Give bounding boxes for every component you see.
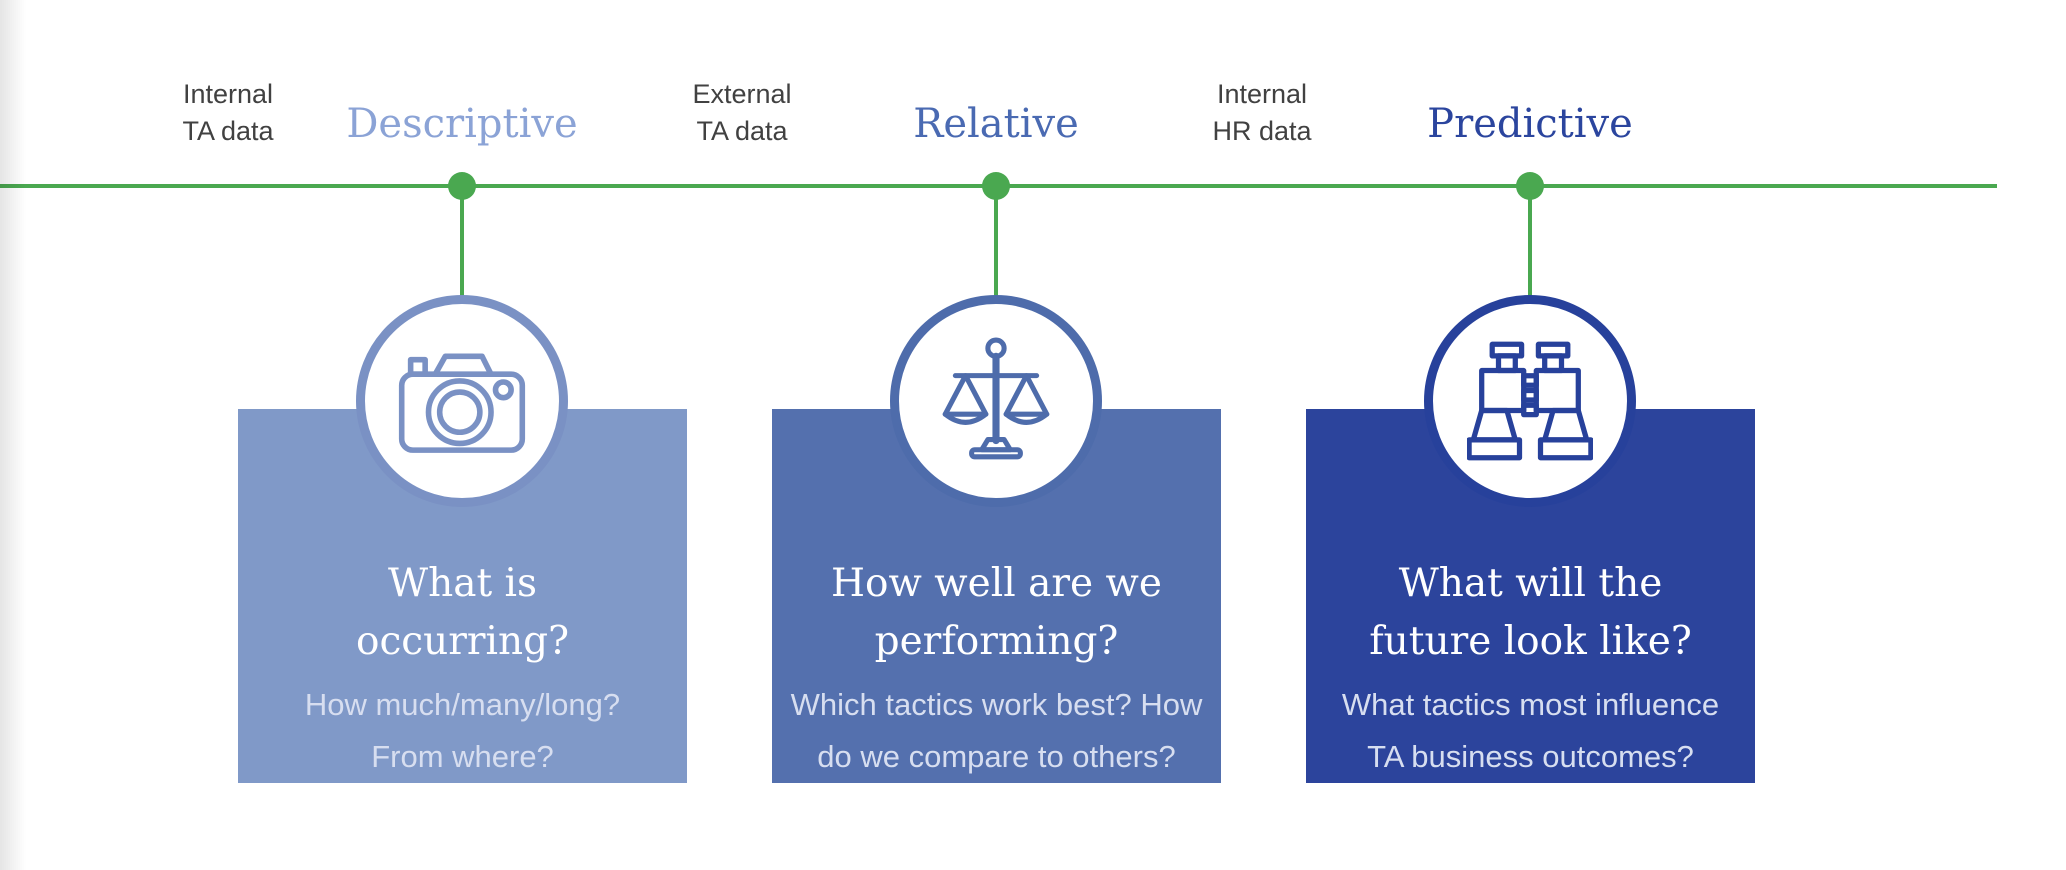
card-title-line: future look like? (1369, 619, 1692, 664)
card-body-line: TA business outcomes? (1367, 739, 1694, 774)
left-edge-shadow (0, 0, 26, 870)
data-label-internal-ta-data: Internal TA data (182, 76, 273, 150)
card-body-line: What tactics most influence (1341, 687, 1720, 722)
card-descriptive: What is occurring? How much/many/long? F… (238, 409, 687, 783)
data-label-line: External (692, 79, 792, 109)
stage-name-relative: Relative (913, 101, 1079, 147)
data-label-line: TA data (182, 116, 274, 146)
stage-name-descriptive: Descriptive (346, 101, 578, 147)
card-body-line: do we compare to others? (817, 739, 1176, 774)
card-title: What is occurring? (238, 555, 687, 671)
timeline-dot-predictive (1516, 172, 1544, 200)
binoculars-icon (1467, 341, 1593, 461)
icon-circle-descriptive (356, 295, 568, 507)
data-label-line: HR data (1212, 116, 1312, 146)
icon-circle-predictive (1424, 295, 1636, 507)
data-label-line: Internal (182, 79, 274, 109)
data-label-external-ta-data: External TA data (692, 76, 791, 150)
scales-icon (942, 337, 1050, 460)
connector-relative (994, 186, 998, 298)
card-title: What will the future look like? (1306, 555, 1755, 671)
card-body: What tactics most influence TA business … (1306, 679, 1755, 783)
card-body: Which tactics work best? How do we compa… (772, 679, 1221, 783)
data-label-line: Internal (1216, 79, 1308, 109)
icon-circle-relative (890, 295, 1102, 507)
data-label-line: TA data (696, 116, 788, 146)
card-title-line: How well are we (831, 561, 1162, 606)
card-predictive: What will the future look like? What tac… (1306, 409, 1755, 783)
card-body-line: Which tactics work best? How (790, 687, 1203, 722)
camera-icon (398, 353, 526, 453)
card-body: How much/many/long? From where? (238, 679, 687, 783)
card-title-line: performing? (874, 619, 1119, 664)
connector-descriptive (460, 186, 464, 298)
card-body-line: How much/many/long? (304, 687, 621, 722)
card-title-line: occurring? (355, 619, 570, 664)
data-label-internal-hr-data: Internal HR data (1212, 76, 1311, 150)
card-title-line: What is (387, 561, 537, 606)
card-title: How well are we performing? (772, 555, 1221, 671)
card-body-line: From where? (371, 739, 554, 774)
timeline-dot-relative (982, 172, 1010, 200)
stage-name-predictive: Predictive (1427, 101, 1633, 147)
timeline-dot-descriptive (448, 172, 476, 200)
connector-predictive (1528, 186, 1532, 298)
card-title-line: What will the (1398, 561, 1663, 606)
